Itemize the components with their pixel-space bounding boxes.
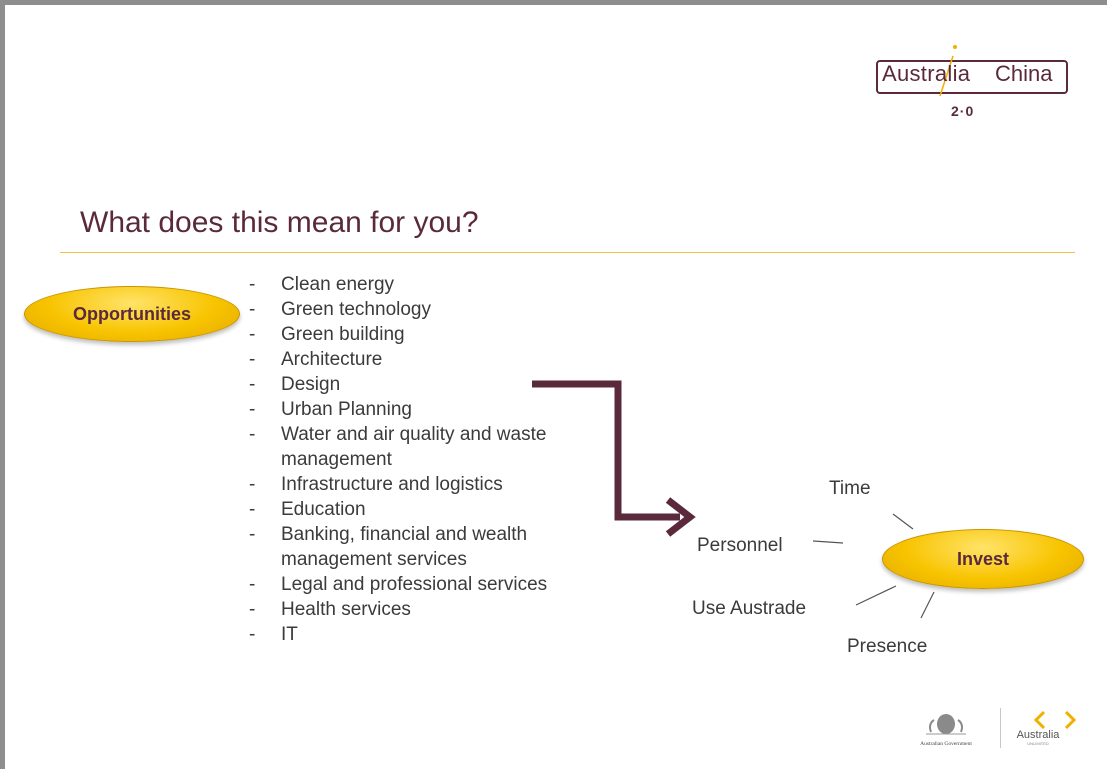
invest-ellipse: Invest (882, 529, 1084, 589)
list-item: -Green technology (249, 299, 431, 320)
connector-austrade (855, 585, 897, 606)
title-rule (60, 252, 1075, 253)
list-item: -IT (249, 624, 298, 645)
list-item: -Education (249, 499, 366, 520)
list-item: -Health services (249, 599, 411, 620)
slide-top-border (0, 0, 1107, 5)
opportunities-ellipse: Opportunities (24, 286, 240, 342)
connector-personnel (812, 540, 844, 544)
bullet-dash: - (249, 524, 256, 545)
factor-presence: Presence (847, 636, 928, 657)
bullet-dash: - (249, 499, 256, 520)
invest-label: Invest (956, 548, 1010, 569)
bullet-dash: - (249, 299, 256, 320)
list-item: -Legal and professional services (249, 574, 548, 595)
bullet-dash: - (249, 324, 256, 345)
factor-personnel: Personnel (697, 535, 783, 556)
connector-presence (920, 591, 935, 619)
list-item: -Design (249, 374, 341, 395)
australia-china-logo (876, 60, 1068, 94)
bullet-dash: - (249, 399, 256, 420)
list-item: -Water and air quality and waste managem… (249, 424, 547, 470)
page-title: What does this mean for you? (80, 206, 479, 239)
bullet-dash: - (249, 474, 256, 495)
list-item: -Urban Planning (249, 399, 412, 420)
australian-government-crest-icon: Australian Government (920, 714, 972, 747)
gov-label: Australian Government (920, 741, 972, 747)
connector-time (892, 513, 914, 530)
list-item: -Architecture (249, 349, 383, 370)
bullet-dash: - (249, 599, 256, 620)
bullet-dash: - (249, 349, 256, 370)
bullet-dash: - (249, 624, 256, 645)
brand-label: Australia (1017, 729, 1061, 741)
list-item: -Banking, financial and wealth managemen… (249, 524, 528, 570)
brand-sub: UNLIMITED (1027, 741, 1049, 746)
slide-left-border (0, 0, 5, 769)
logo-version: 2·0 (951, 103, 975, 119)
opportunities-label: Opportunities (73, 303, 191, 324)
bullet-dash: - (249, 274, 256, 295)
bullet-dash: - (249, 574, 256, 595)
footer-divider (1000, 708, 1001, 748)
factor-time: Time (829, 478, 871, 499)
bullet-dash: - (249, 424, 256, 445)
list-item: -Green building (249, 324, 405, 345)
logo-left-word: Australia (882, 61, 971, 86)
logo-right-word: China (995, 61, 1053, 86)
list-item: -Infrastructure and logistics (249, 474, 503, 495)
list-item: -Clean energy (249, 274, 395, 295)
australia-unlimited-logo: Australia UNLIMITED (1017, 710, 1077, 746)
factor-use-austrade: Use Austrade (692, 598, 807, 619)
bullet-dash: - (249, 374, 256, 395)
opportunities-list: -Clean energy -Green technology -Green b… (249, 272, 579, 647)
